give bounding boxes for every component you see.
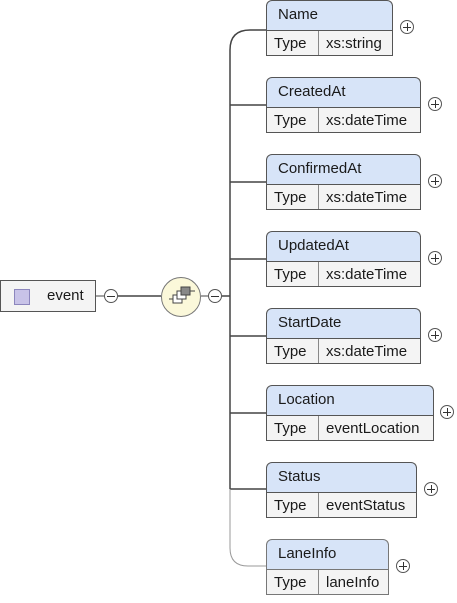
element-name-label: Status	[266, 462, 417, 492]
root-element-label: event	[47, 287, 84, 304]
element-updatedat[interactable]: UpdatedAt Type xs:dateTime	[266, 231, 421, 287]
element-name-label: Location	[266, 385, 434, 415]
type-value: xs:dateTime	[326, 266, 408, 283]
type-value: xs:string	[326, 35, 382, 52]
type-key: Type	[267, 570, 319, 594]
type-value: eventStatus	[326, 497, 406, 514]
element-createdat[interactable]: CreatedAt Type xs:dateTime	[266, 77, 421, 133]
sequence-compositor[interactable]	[161, 277, 201, 317]
element-name-label: Name	[266, 0, 393, 30]
type-value: xs:dateTime	[326, 189, 408, 206]
type-key: Type	[267, 31, 319, 55]
element-name-label: StartDate	[266, 308, 421, 338]
sequence-icon	[169, 286, 195, 304]
type-value: xs:dateTime	[326, 343, 408, 360]
expand-icon[interactable]	[428, 251, 442, 265]
element-name[interactable]: Name Type xs:string	[266, 0, 393, 56]
expand-icon[interactable]	[428, 97, 442, 111]
element-name-label: UpdatedAt	[266, 231, 421, 261]
expand-icon[interactable]	[428, 174, 442, 188]
type-key: Type	[267, 339, 319, 363]
expand-icon[interactable]	[428, 328, 442, 342]
expand-icon[interactable]	[424, 482, 438, 496]
element-confirmedat[interactable]: ConfirmedAt Type xs:dateTime	[266, 154, 421, 210]
expand-icon[interactable]	[400, 20, 414, 34]
type-value: xs:dateTime	[326, 112, 408, 129]
type-key: Type	[267, 185, 319, 209]
element-location[interactable]: Location Type eventLocation	[266, 385, 434, 441]
element-laneinfo[interactable]: LaneInfo Type laneInfo	[266, 539, 389, 595]
type-key: Type	[267, 262, 319, 286]
expand-icon[interactable]	[396, 559, 410, 573]
type-key: Type	[267, 108, 319, 132]
element-status[interactable]: Status Type eventStatus	[266, 462, 417, 518]
collapse-icon[interactable]	[104, 289, 118, 303]
element-name-label: ConfirmedAt	[266, 154, 421, 184]
element-icon	[14, 289, 30, 305]
element-name-label: LaneInfo	[266, 539, 389, 569]
element-name-label: CreatedAt	[266, 77, 421, 107]
expand-icon[interactable]	[440, 405, 454, 419]
type-value: laneInfo	[326, 574, 380, 591]
root-element-event[interactable]: event	[0, 280, 96, 312]
type-value: eventLocation	[326, 420, 420, 437]
collapse-icon[interactable]	[208, 289, 222, 303]
type-key: Type	[267, 493, 319, 517]
element-startdate[interactable]: StartDate Type xs:dateTime	[266, 308, 421, 364]
type-key: Type	[267, 416, 319, 440]
